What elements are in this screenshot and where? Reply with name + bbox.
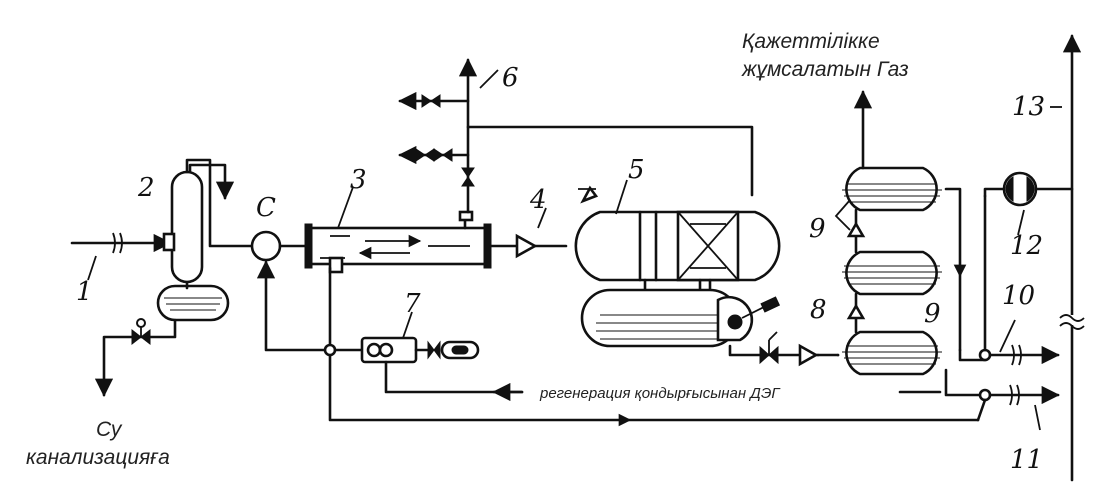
water-caption-line2: канализацияға	[26, 446, 170, 469]
label-6: 6	[502, 63, 519, 93]
separator-2	[156, 158, 254, 322]
captions: Қажеттілікке жұмсалатын Газ Су канализац…	[26, 30, 909, 469]
output-lines	[944, 171, 1074, 431]
inlet-line	[70, 232, 172, 281]
label-3: 3	[350, 165, 367, 195]
deg-lines	[323, 266, 987, 427]
mixer-c	[250, 230, 332, 352]
gas-branch-6	[398, 58, 754, 230]
absorber-5	[574, 179, 781, 348]
valve-icon	[421, 94, 441, 108]
label-12: 12	[1010, 231, 1043, 261]
label-9-top: 9	[809, 214, 826, 244]
label-c: C	[256, 193, 276, 223]
valve-icon	[415, 148, 435, 162]
main-line-13	[1050, 34, 1085, 482]
valve-icon	[461, 167, 475, 187]
absorber-column-9	[816, 90, 967, 376]
label-5: 5	[628, 155, 645, 185]
label-8: 8	[810, 295, 827, 325]
gas-caption-line2: жұмсалатын Газ	[741, 58, 909, 81]
label-4: 4	[529, 185, 547, 215]
valve-icon	[433, 148, 453, 162]
label-2: 2	[137, 173, 155, 203]
label-10: 10	[1002, 281, 1035, 311]
label-1: 1	[76, 277, 93, 307]
line-8	[728, 331, 820, 367]
heat-exchanger-3	[304, 186, 492, 274]
water-caption-line1: Су	[96, 418, 123, 441]
label-11: 11	[1010, 445, 1043, 475]
valve-icon	[427, 340, 441, 360]
number-labels: 1 2 C 3 6 4 5 7 8 9 9 10 11 12 13	[76, 63, 1045, 475]
water-drain-line	[94, 318, 177, 397]
ejector-4	[489, 207, 568, 259]
label-7: 7	[404, 289, 421, 319]
label-13: 13	[1012, 92, 1045, 122]
gas-caption-line1: Қажеттілікке	[742, 30, 880, 53]
deg-caption: регенерация қондырғысынан ДЭГ	[539, 385, 781, 402]
label-9-bottom: 9	[924, 299, 941, 329]
